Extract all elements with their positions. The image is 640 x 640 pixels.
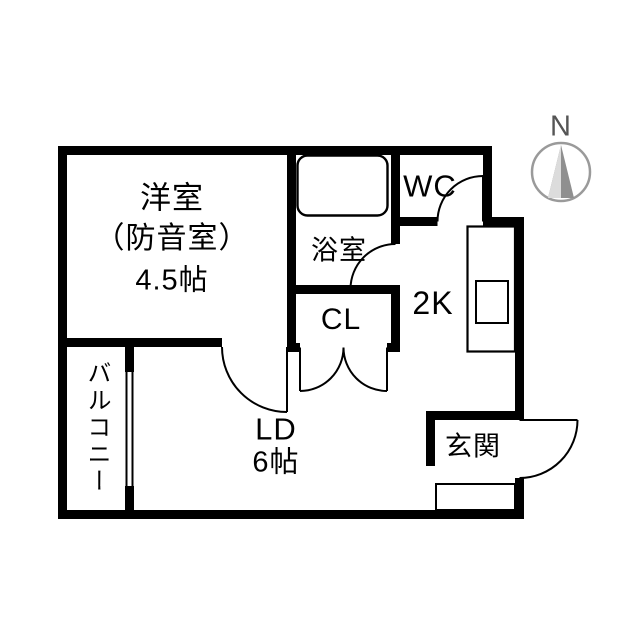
- wc-door-arc: [436, 175, 484, 222]
- living-dining-label: LD: [255, 411, 297, 447]
- wall-closet-bottom-left-stub: [287, 343, 300, 352]
- western-room-door-arc: [221, 346, 288, 413]
- wall-closet-bottom-right-stub: [387, 343, 400, 352]
- western-room-label: 洋室: [140, 180, 204, 216]
- wall-bath-right-upper: [391, 146, 400, 244]
- wall-wc-right-outer: [483, 146, 492, 226]
- wall-bath-bottom: [287, 285, 400, 294]
- western-room-note: （防音室）: [94, 222, 250, 255]
- walls: [58, 146, 524, 519]
- wall-closet-right: [391, 289, 400, 352]
- kitchen-label: 2K: [412, 285, 454, 321]
- wall-outer-left: [58, 146, 67, 519]
- western-room-size: 4.5帖: [135, 264, 209, 297]
- closet-door-left-arc: [299, 347, 345, 392]
- wall-outer-bottom: [58, 510, 524, 519]
- wall-outer-right-lower: [515, 478, 524, 519]
- closet-door-right-arc: [342, 347, 388, 392]
- wall-outer-right-upper: [515, 217, 524, 420]
- wall-balcony-stub-bottom: [125, 486, 134, 519]
- wall-western-room-bottom: [58, 338, 222, 347]
- wall-entrance-top: [426, 411, 524, 420]
- living-dining-size: 6帖: [252, 446, 300, 479]
- entrance-door-arc: [519, 419, 579, 479]
- wall-western-room-right: [287, 146, 296, 352]
- balcony-label: バルコニー: [83, 360, 110, 496]
- doors: [221, 175, 579, 479]
- entrance-step: [435, 483, 516, 511]
- bathroom-label: 浴室: [311, 235, 367, 266]
- wall-entrance-left: [426, 411, 435, 466]
- wc-label: WC: [403, 168, 457, 204]
- compass-north-label: N: [550, 110, 572, 143]
- kitchen-sink: [475, 280, 509, 324]
- wall-outer-top: [58, 146, 492, 155]
- bathtub: [296, 154, 389, 217]
- wall-step-top-right: [483, 217, 524, 226]
- balcony-window: [125, 372, 134, 486]
- wall-wc-bottom-left: [391, 217, 438, 226]
- closet-label: CL: [320, 303, 362, 336]
- bathroom-door-arc: [349, 243, 396, 290]
- entrance-label: 玄関: [445, 431, 501, 462]
- compass: [530, 141, 592, 203]
- compass-needle-highlight: [548, 145, 561, 198]
- wall-balcony-stub-top: [125, 338, 134, 372]
